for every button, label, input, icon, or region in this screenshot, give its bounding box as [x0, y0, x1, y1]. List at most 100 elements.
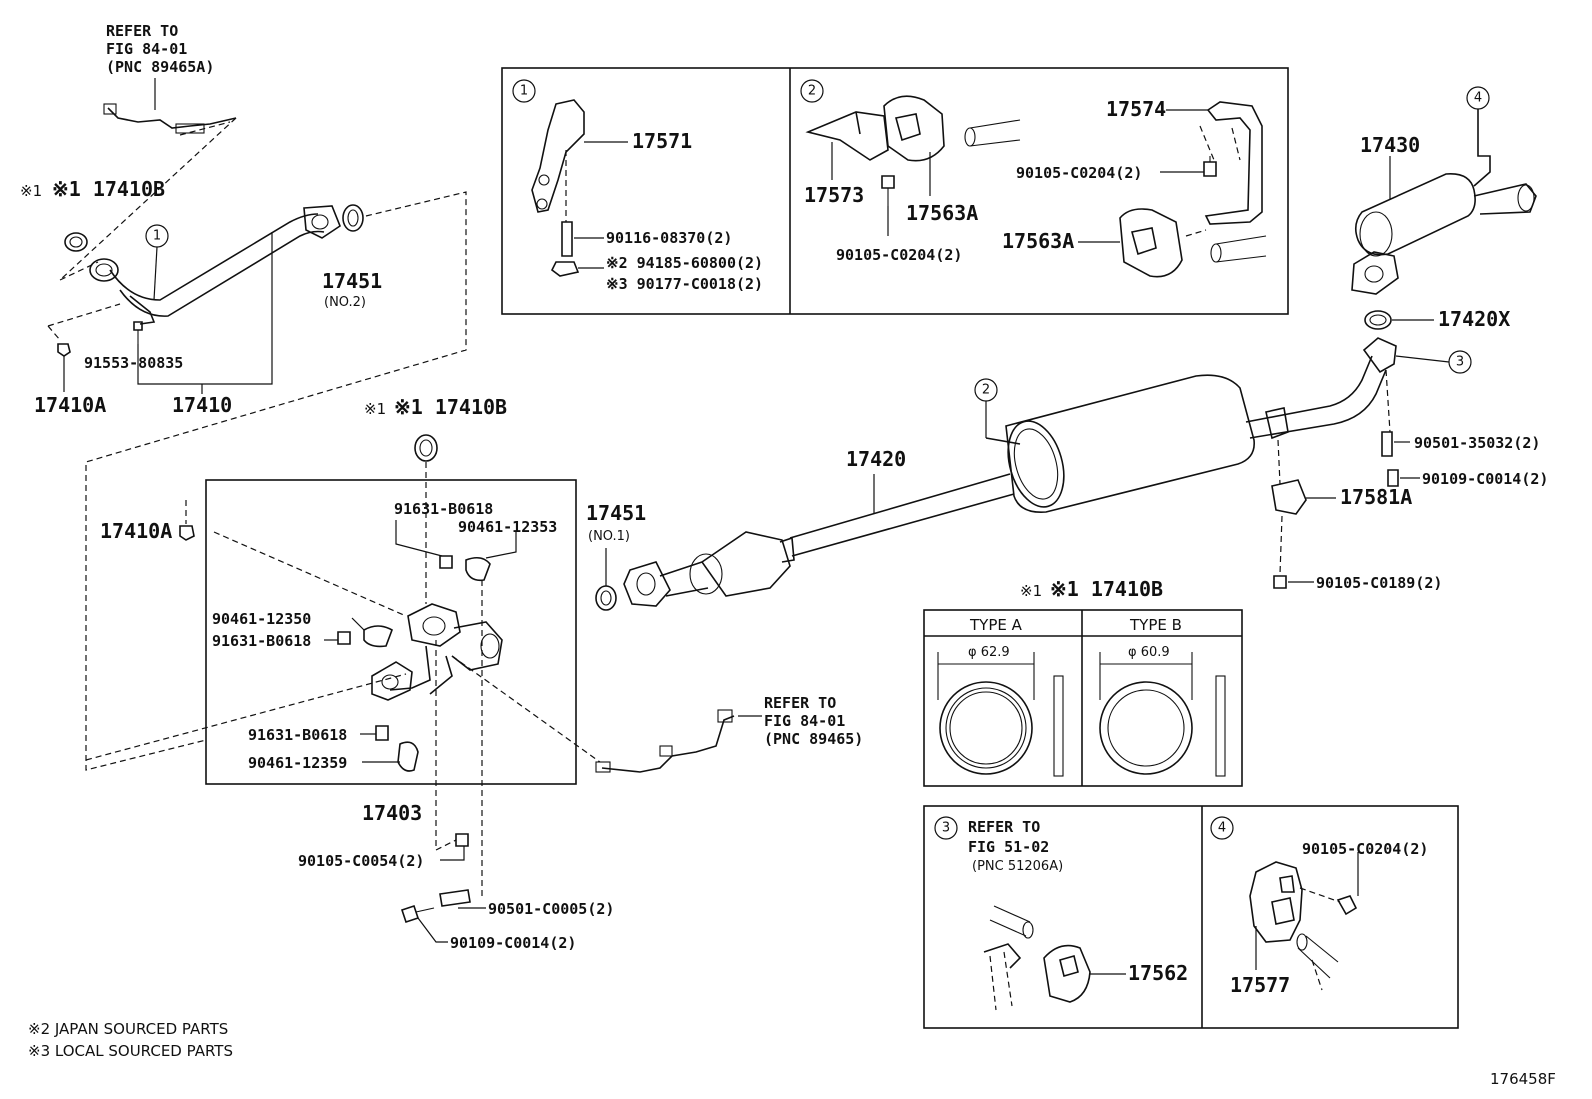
- label-17563A-a: 17563A: [906, 201, 978, 225]
- label-17410B-mid: ※1 17410B: [394, 395, 507, 419]
- label-17573: 17573: [804, 183, 864, 207]
- bracket-17573: [805, 111, 889, 161]
- bolt-90105-C0204-a: [881, 175, 895, 206]
- ref-fig-84-01-b-line2: FIG 84-01: [764, 712, 845, 730]
- bracket-17574: [1199, 101, 1263, 225]
- svg-text:2: 2: [982, 383, 990, 398]
- label-17410: 17410: [172, 393, 232, 417]
- center-pipe-muffler-17420: [623, 337, 1397, 607]
- detail-box-3-4: [923, 805, 1459, 1029]
- diagram-id: 176458F: [1490, 1070, 1556, 1088]
- callout-1-box: 1: [512, 79, 536, 103]
- label-17451-no1: 17451: [586, 501, 646, 525]
- gasket-17451-no1: [595, 585, 617, 611]
- gasket-table-title: ※1 17410B: [1050, 577, 1163, 601]
- label-17451-no2-sub: (NO.2): [324, 295, 366, 310]
- label-17563A-b: 17563A: [1002, 229, 1074, 253]
- ref-fig-84-01-a: REFER TO FIG 84-01 (PNC 89465A): [106, 22, 214, 110]
- clamp-bolts-17403: [337, 555, 491, 772]
- bolt-90105-C0204-b: [1203, 156, 1217, 177]
- label-17420X: 17420X: [1438, 307, 1510, 331]
- type-b-header: TYPE B: [1129, 616, 1182, 634]
- ref-fig-84-01-b-line3: (PNC 89465): [764, 730, 863, 748]
- gasket-17410B-mid: [414, 434, 438, 462]
- nut-17410A-left: [57, 343, 71, 357]
- label-17451-no2: 17451: [322, 269, 382, 293]
- tail-muffler-17430: [1351, 173, 1537, 295]
- hanger-17563A-b: [1119, 208, 1267, 278]
- callout-1-top: 1: [145, 224, 169, 301]
- type-a-header: TYPE A: [969, 616, 1023, 634]
- type-b-diameter: φ 60.9: [1128, 645, 1170, 660]
- svg-text:(PNC 89465A): (PNC 89465A): [106, 58, 214, 76]
- footnote-local-sourced: ※3 LOCAL SOURCED PARTS: [28, 1042, 233, 1060]
- gasket-17410B-top: [64, 232, 88, 252]
- svg-text:4: 4: [1474, 91, 1482, 106]
- hanger-17563A-a: [883, 95, 945, 162]
- bolts-below-17403: [400, 833, 471, 924]
- label-90461-12353: 90461-12353: [458, 518, 557, 536]
- label-90109-C0014-a: 90109-C0014(2): [450, 934, 576, 952]
- callout-3-box: 3: [934, 816, 958, 840]
- oxygen-sensor-downstream: [595, 709, 735, 773]
- label-17410A-left: 17410A: [34, 393, 106, 417]
- svg-text:REFER TO: REFER TO: [106, 22, 178, 40]
- label-17577: 17577: [1230, 973, 1290, 997]
- label-17410B-top: ※1 17410B: [52, 177, 165, 201]
- callout-4-top: 4: [1466, 86, 1491, 187]
- label-17562: 17562: [1128, 961, 1188, 985]
- label-90461-12359: 90461-12359: [248, 754, 347, 772]
- label-17403: 17403: [362, 801, 422, 825]
- label-17410A-box: 17410A: [100, 519, 172, 543]
- label-90501-35032: 90501-35032(2): [1414, 434, 1540, 452]
- label-90105-C0189: 90105-C0189(2): [1316, 574, 1442, 592]
- type-a-diameter: φ 62.9: [968, 645, 1010, 660]
- label-91631-B0618-b: 91631-B0618: [212, 632, 311, 650]
- label-90105-C0204-box4: 90105-C0204(2): [1302, 840, 1428, 858]
- label-90105-C0204-a: 90105-C0204(2): [836, 246, 962, 264]
- exhaust-manifold-pipe-17403: [371, 603, 503, 701]
- ref-fig-51-02-line1: REFER TO: [968, 818, 1040, 836]
- label-90177-C0018: ※3 90177-C0018(2): [606, 275, 763, 293]
- footnote-japan-sourced: ※2 JAPAN SOURCED PARTS: [28, 1020, 228, 1038]
- label-17430: 17430: [1360, 133, 1420, 157]
- svg-text:※1: ※1: [20, 182, 42, 200]
- svg-text:※1: ※1: [1020, 582, 1042, 600]
- oxygen-sensor-upstream: [59, 103, 237, 281]
- label-94185-60800: ※2 94185-60800(2): [606, 254, 763, 272]
- ref-fig-51-02-line2: FIG 51-02: [968, 838, 1049, 856]
- label-90109-C0014-b: 90109-C0014(2): [1422, 470, 1548, 488]
- box-17403: [205, 479, 577, 785]
- ref-fig-84-01-b-line1: REFER TO: [764, 694, 836, 712]
- svg-text:2: 2: [808, 84, 816, 99]
- label-90501-C0005: 90501-C0005(2): [488, 900, 614, 918]
- hanger-17562: [983, 905, 1091, 1011]
- svg-text:※1: ※1: [364, 400, 386, 418]
- hanger-17581A: [1271, 439, 1307, 589]
- label-17574: 17574: [1106, 97, 1166, 121]
- nut-17410A-box: [179, 500, 195, 541]
- gasket-17451-no2: [342, 204, 364, 232]
- label-90461-12350: 90461-12350: [212, 610, 311, 628]
- label-90116-08370: 90116-08370(2): [606, 229, 732, 247]
- svg-text:4: 4: [1218, 821, 1226, 836]
- callout-4-box: 4: [1210, 816, 1234, 840]
- callout-2-box: 2: [800, 79, 824, 103]
- svg-text:1: 1: [153, 229, 161, 244]
- gasket-17420X: [1364, 310, 1392, 330]
- label-90105-C0204-b: 90105-C0204(2): [1016, 164, 1142, 182]
- gasket-type-table: TYPE A TYPE B φ 62.9 φ 60.9: [923, 609, 1243, 787]
- label-17420: 17420: [846, 447, 906, 471]
- label-90105-C0054: 90105-C0054(2): [298, 852, 424, 870]
- svg-text:1: 1: [520, 84, 528, 99]
- bracket-17571: [531, 99, 585, 277]
- label-91553: 91553-80835: [84, 354, 183, 372]
- pipe-stub-box2: [964, 119, 1021, 147]
- bolts-right-hanger: [1381, 431, 1399, 487]
- front-exhaust-pipe-17410: [89, 205, 341, 325]
- label-17451-no1-sub: (NO.1): [588, 529, 630, 544]
- label-91631-B0618-a: 91631-B0618: [394, 500, 493, 518]
- ref-fig-51-02-line3: (PNC 51206A): [972, 859, 1063, 874]
- svg-text:3: 3: [942, 821, 950, 836]
